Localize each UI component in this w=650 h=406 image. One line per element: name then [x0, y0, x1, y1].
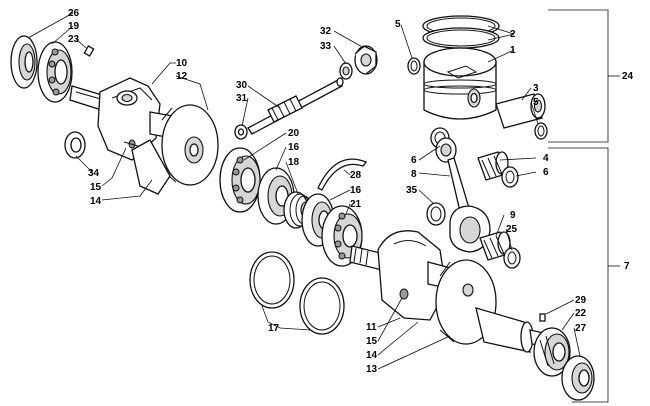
callout-33: 33 — [320, 41, 332, 52]
bearing-part-22 — [533, 327, 571, 377]
washer-part-34 — [64, 131, 86, 159]
seal-part-27 — [561, 355, 595, 401]
bearing-part-33 — [339, 62, 353, 80]
callout-30: 30 — [236, 80, 248, 91]
callout-27: 27 — [575, 323, 587, 334]
piston-rings-part-2 — [422, 15, 500, 49]
left-crankshaft-half — [69, 77, 219, 195]
callout-17: 17 — [268, 323, 280, 334]
connecting-rod-part-8 — [435, 137, 491, 253]
callout-labels: 26 19 23 10 12 30 31 32 33 5 2 1 24 3 5 … — [68, 8, 634, 375]
callout-15-right: 15 — [366, 336, 378, 347]
circlip-part-5-upper — [407, 57, 421, 75]
callout-12: 12 — [176, 71, 188, 82]
bracket-24 — [548, 9, 620, 143]
callout-4: 4 — [543, 153, 549, 164]
callout-15-left: 15 — [90, 182, 102, 193]
callout-14-right: 14 — [366, 350, 378, 361]
callout-23: 23 — [68, 34, 80, 45]
callout-8: 8 — [411, 169, 417, 180]
callout-14-left: 14 — [90, 196, 102, 207]
callout-10: 10 — [176, 58, 188, 69]
callout-6-left: 6 — [411, 155, 417, 166]
callout-16-lower: 16 — [350, 185, 362, 196]
callout-21: 21 — [350, 199, 362, 210]
shaft-part-30 — [247, 77, 344, 135]
callout-2: 2 — [510, 29, 516, 40]
leader-lines — [27, 12, 581, 370]
callout-5-right: 5 — [533, 97, 539, 108]
callout-34: 34 — [88, 168, 100, 179]
bearing-part-19 — [37, 41, 73, 103]
bracket-7 — [548, 147, 620, 403]
callout-7: 7 — [624, 261, 630, 272]
washer-part-25 — [503, 247, 521, 269]
bearing-part-20 — [219, 147, 261, 213]
callout-11: 11 — [366, 322, 377, 333]
piston-pin-part-3 — [495, 93, 546, 129]
callout-25: 25 — [506, 224, 518, 235]
callout-19: 19 — [68, 21, 80, 32]
seal-rings-part-17 — [249, 251, 345, 335]
seal-part-26 — [10, 35, 38, 89]
right-crankshaft-half — [349, 230, 549, 353]
callout-1: 1 — [510, 45, 516, 56]
key-part-23 — [83, 45, 95, 57]
washer-part-6-lower — [501, 166, 519, 188]
callout-13: 13 — [366, 364, 378, 375]
callout-35: 35 — [406, 185, 418, 196]
callout-29: 29 — [575, 295, 587, 306]
callout-3: 3 — [533, 83, 539, 94]
key-part-29 — [539, 313, 546, 322]
washer-part-35 — [426, 202, 446, 226]
needle-bearing-part-9 — [479, 231, 511, 261]
snap-ring-part-28 — [317, 158, 368, 191]
callout-28: 28 — [350, 170, 362, 181]
callout-20: 20 — [288, 128, 300, 139]
circlip-part-5-lower — [534, 122, 548, 140]
seal-part-32 — [354, 45, 378, 75]
callout-18: 18 — [288, 157, 300, 168]
piston-part-1 — [423, 47, 497, 120]
callout-32: 32 — [320, 26, 332, 37]
callout-5-top: 5 — [395, 19, 401, 30]
callout-22: 22 — [575, 308, 587, 319]
callout-16-upper: 16 — [288, 142, 300, 153]
washer-part-31 — [234, 124, 248, 140]
callout-26: 26 — [68, 8, 80, 19]
callout-24: 24 — [622, 71, 634, 82]
callout-9: 9 — [510, 210, 516, 221]
callout-6-right: 6 — [543, 167, 549, 178]
callout-31: 31 — [236, 93, 248, 104]
